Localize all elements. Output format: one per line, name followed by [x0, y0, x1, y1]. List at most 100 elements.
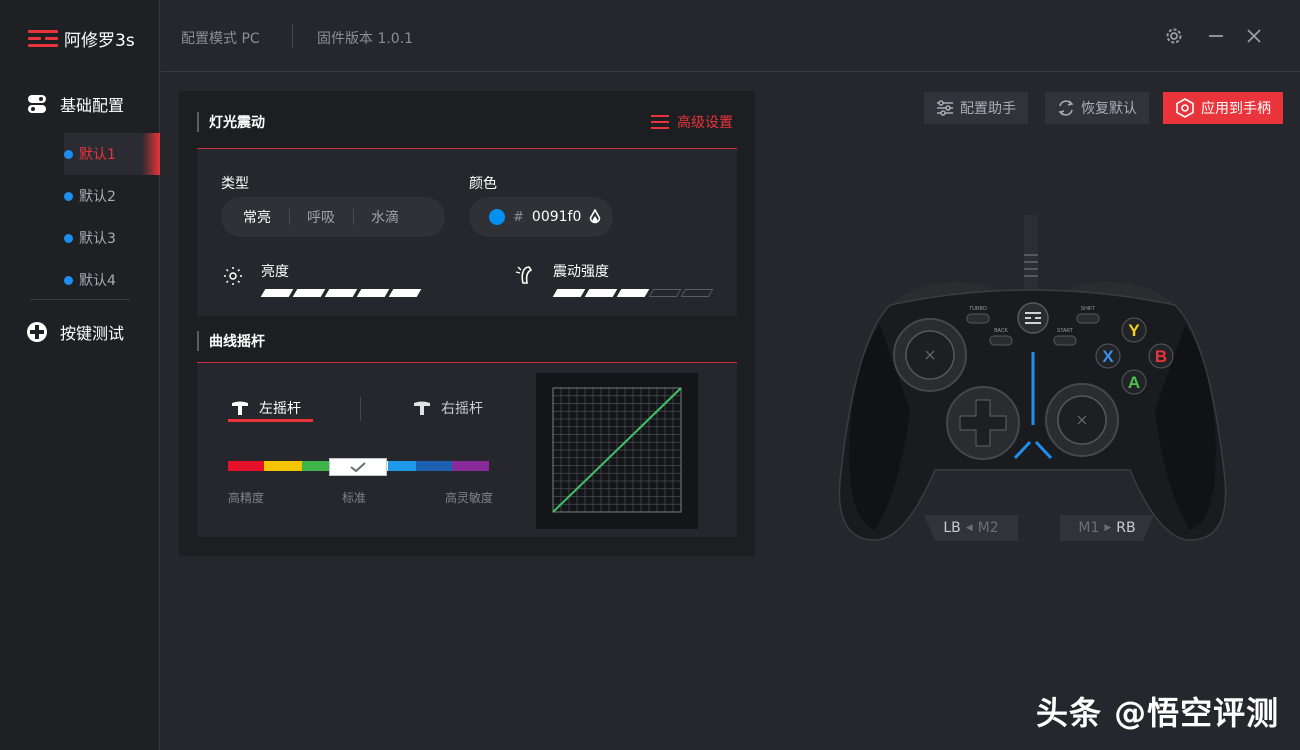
sensitivity-segment[interactable] [452, 461, 489, 471]
level-segment[interactable] [648, 289, 682, 297]
advanced-settings-label: 高级设置 [677, 115, 733, 131]
sliders-icon [937, 100, 953, 116]
vibration-slider[interactable] [552, 289, 714, 297]
apply-icon [1176, 98, 1194, 118]
color-hex-value[interactable]: 0091f0 [531, 209, 582, 225]
level-segment[interactable] [292, 289, 326, 297]
sidebar-item-default4[interactable]: 默认4 [64, 259, 160, 301]
blue-dot-icon [64, 191, 73, 201]
sens-label-sensitive: 高灵敏度 [445, 491, 494, 505]
rb-label: RB [1116, 520, 1136, 536]
blue-dot-icon [64, 149, 73, 159]
hash-symbol: # [513, 209, 524, 225]
restore-default-button[interactable]: 恢复默认 [1045, 92, 1149, 124]
lighting-inner: 类型 常亮 呼吸 水滴 颜色 # 0091f0 亮度 震动强度 [197, 149, 737, 316]
arrow-right-icon: ▶ [1104, 523, 1112, 533]
m2-label: M2 [977, 520, 999, 536]
level-segment[interactable] [388, 289, 422, 297]
settings-panel: 灯光震动 高级设置 类型 常亮 呼吸 水滴 颜色 # 0091f0 亮度 震动强… [179, 91, 755, 556]
lb-m2-mapping: LB ◀ M2 [924, 515, 1018, 541]
advanced-settings-link[interactable]: 高级设置 [651, 112, 733, 132]
gear-icon [1166, 28, 1182, 44]
level-segment[interactable] [680, 289, 714, 297]
color-label: 颜色 [469, 176, 497, 192]
brightness-icon [224, 267, 242, 285]
joystick-icon [232, 401, 248, 415]
menu-icon [651, 115, 669, 129]
close-button[interactable] [1242, 24, 1266, 48]
sensitivity-slider-handle[interactable] [329, 458, 387, 476]
sidebar-item-default1[interactable]: 默认1 [64, 133, 160, 175]
color-swatch [489, 209, 505, 225]
vibration-label: 震动强度 [553, 264, 609, 280]
sidebar-item-default2[interactable]: 默认2 [64, 175, 160, 217]
active-tab-underline [228, 419, 313, 422]
top-bar: 配置模式 PC 固件版本 1.0.1 [161, 0, 1300, 72]
type-option-drop[interactable]: 水滴 [353, 207, 417, 227]
type-option-breath[interactable]: 呼吸 [289, 207, 353, 227]
sidebar-item-label: 默认2 [79, 189, 116, 205]
controller-image: TURBO SHIFT BACK START Y X B A [830, 210, 1235, 545]
y-button-label: Y [1128, 321, 1140, 340]
level-segment[interactable] [584, 289, 618, 297]
brightness-slider[interactable] [260, 289, 422, 297]
top-separator [292, 24, 293, 48]
config-assistant-button[interactable]: 配置助手 [924, 92, 1028, 124]
brand-logo-icon [28, 29, 58, 49]
minimize-icon [1209, 35, 1223, 37]
level-segment[interactable] [552, 289, 586, 297]
sidebar-item-label: 默认1 [79, 147, 116, 163]
sensitivity-segment[interactable] [228, 461, 264, 471]
tab-right-stick-label: 右摇杆 [441, 401, 483, 417]
a-button-label: A [1128, 373, 1140, 392]
blue-dot-icon [64, 233, 73, 243]
section-divider [197, 362, 737, 363]
tab-left-stick-label: 左摇杆 [259, 401, 301, 417]
apply-to-controller-label: 应用到手柄 [1201, 101, 1271, 117]
vibration-icon [515, 266, 533, 284]
sidebar-item-label: 默认3 [79, 231, 116, 247]
refresh-icon [1058, 100, 1074, 116]
sensitivity-segment[interactable] [416, 461, 452, 471]
sens-label-precision: 高精度 [228, 491, 265, 505]
sens-label-standard: 标准 [342, 491, 367, 505]
level-segment[interactable] [324, 289, 358, 297]
type-option-steady[interactable]: 常亮 [243, 210, 271, 226]
nav-basic-config-label: 基础配置 [60, 96, 125, 115]
check-icon [350, 462, 366, 472]
level-segment[interactable] [260, 289, 294, 297]
apply-to-controller-button[interactable]: 应用到手柄 [1163, 92, 1283, 124]
back-label: BACK [994, 328, 1008, 334]
lighting-section-title: 灯光震动 [197, 112, 265, 132]
toggle-icon [26, 93, 48, 115]
gamepad-illustration: TURBO SHIFT BACK START Y X B A [838, 215, 1227, 541]
nav-basic-config[interactable]: 基础配置 [26, 92, 124, 116]
sidebar-item-default3[interactable]: 默认3 [64, 217, 160, 259]
app-logo: 阿修罗3s [28, 26, 135, 51]
dpad-icon [26, 321, 48, 343]
level-segment[interactable] [616, 289, 650, 297]
close-icon [1247, 29, 1261, 43]
b-button-label: B [1155, 347, 1167, 366]
section-divider [197, 148, 737, 149]
curve-line [552, 387, 682, 513]
eyedropper-icon[interactable] [589, 209, 601, 225]
m1-label: M1 [1078, 520, 1100, 536]
level-segment[interactable] [356, 289, 390, 297]
watermark-text: 头条 @悟空评测 [1036, 694, 1280, 732]
sensitivity-segment[interactable] [302, 461, 330, 471]
minimize-button[interactable] [1204, 24, 1228, 48]
shift-label: SHIFT [1081, 306, 1095, 312]
curve-graph[interactable] [536, 373, 698, 529]
nav-button-test[interactable]: 按键测试 [26, 320, 124, 344]
config-mode-text: 配置模式 PC [181, 31, 260, 47]
blue-dot-icon [64, 275, 73, 285]
settings-button[interactable] [1162, 24, 1186, 48]
sensitivity-segment[interactable] [264, 461, 302, 471]
tab-left-stick[interactable]: 左摇杆 [231, 398, 301, 418]
brightness-label: 亮度 [261, 264, 289, 280]
sensitivity-segment[interactable] [388, 461, 416, 471]
m1-rb-mapping: M1 ▶ RB [1060, 515, 1154, 541]
tab-right-stick[interactable]: 右摇杆 [413, 398, 483, 418]
color-picker[interactable]: # 0091f0 [469, 197, 613, 237]
